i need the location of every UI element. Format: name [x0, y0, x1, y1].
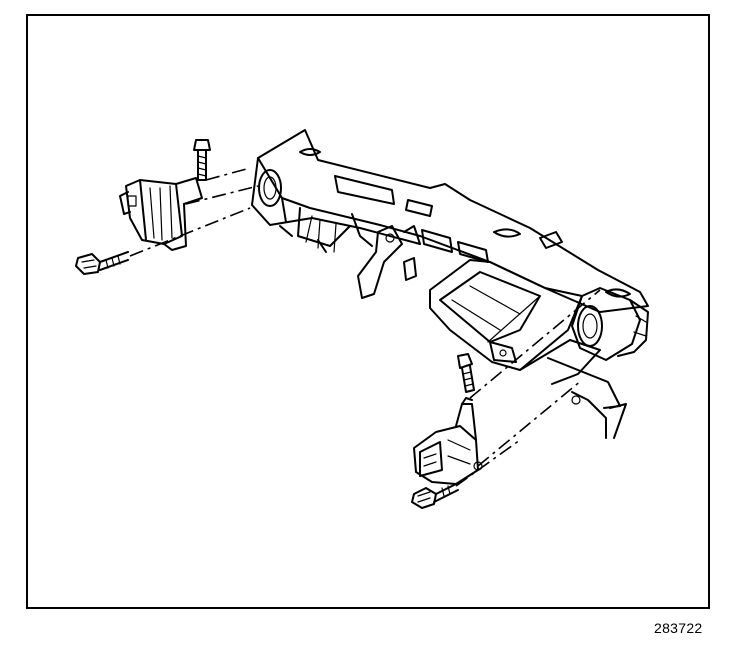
right-lower-bolt	[411, 483, 459, 509]
diagram-frame	[26, 14, 710, 609]
left-side-bolt	[75, 251, 129, 275]
right-insulator-mount	[413, 397, 483, 485]
left-insulator-mount	[119, 177, 203, 251]
frame-side-rail	[429, 259, 649, 439]
alignment-lines	[129, 167, 601, 487]
right-top-bolt	[457, 353, 475, 393]
figure-number: 283722	[654, 620, 703, 636]
frame-crossmember	[251, 129, 649, 313]
left-top-bolt	[193, 139, 211, 181]
